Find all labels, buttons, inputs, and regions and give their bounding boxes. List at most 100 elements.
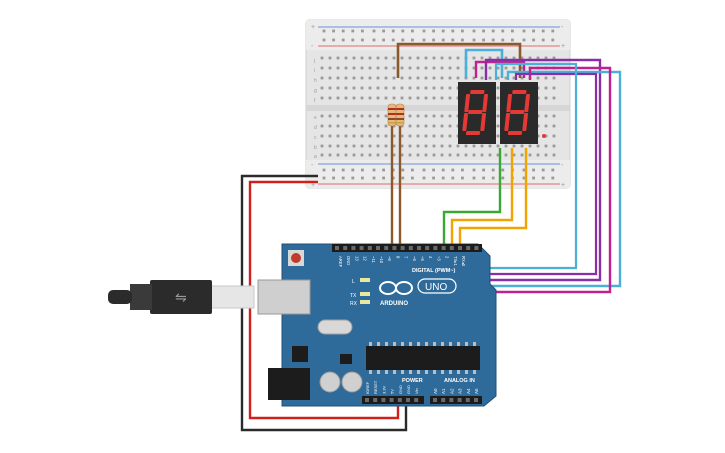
rail-hole[interactable]: [522, 29, 526, 33]
rail-hole[interactable]: [501, 38, 505, 42]
breadboard-hole[interactable]: [488, 153, 492, 157]
breadboard-hole[interactable]: [544, 153, 548, 157]
breadboard-hole[interactable]: [408, 144, 412, 148]
rail-hole[interactable]: [482, 38, 485, 42]
breadboard-hole[interactable]: [488, 56, 492, 60]
breadboard-hole[interactable]: [480, 153, 484, 157]
rail-hole[interactable]: [472, 38, 476, 42]
rail-hole[interactable]: [411, 168, 414, 172]
breadboard-hole[interactable]: [392, 153, 396, 157]
breadboard-hole[interactable]: [360, 114, 364, 118]
rail-hole[interactable]: [472, 176, 476, 180]
analog-pin[interactable]: [449, 398, 454, 402]
breadboard-hole[interactable]: [544, 96, 548, 100]
rail-hole[interactable]: [422, 168, 426, 172]
breadboard-hole[interactable]: [448, 66, 452, 70]
breadboard-hole[interactable]: [328, 124, 332, 128]
breadboard-hole[interactable]: [376, 76, 380, 80]
rail-hole[interactable]: [382, 168, 385, 172]
rail-hole[interactable]: [322, 29, 326, 33]
rail-hole[interactable]: [522, 168, 526, 172]
rail-hole[interactable]: [401, 176, 405, 180]
breadboard-hole[interactable]: [384, 76, 388, 80]
breadboard-hole[interactable]: [376, 144, 380, 148]
header-pin[interactable]: [433, 246, 438, 250]
breadboard-hole[interactable]: [320, 86, 324, 90]
rail-hole[interactable]: [432, 38, 435, 42]
breadboard-hole[interactable]: [448, 114, 452, 118]
breadboard-hole[interactable]: [320, 96, 324, 100]
breadboard-hole[interactable]: [544, 56, 548, 60]
breadboard-hole[interactable]: [360, 76, 364, 80]
rail-hole[interactable]: [511, 29, 514, 33]
breadboard-hole[interactable]: [376, 66, 380, 70]
breadboard-hole[interactable]: [408, 76, 412, 80]
breadboard-hole[interactable]: [440, 134, 444, 138]
power-pin[interactable]: [406, 398, 410, 402]
rail-hole[interactable]: [551, 176, 555, 180]
breadboard-hole[interactable]: [376, 56, 380, 60]
breadboard-hole[interactable]: [368, 86, 372, 90]
breadboard-hole[interactable]: [480, 144, 484, 148]
breadboard-hole[interactable]: [424, 114, 428, 118]
rail-hole[interactable]: [322, 38, 326, 42]
breadboard-hole[interactable]: [328, 66, 332, 70]
rail-hole[interactable]: [472, 168, 476, 172]
breadboard-hole[interactable]: [360, 134, 364, 138]
breadboard-hole[interactable]: [424, 134, 428, 138]
rail-hole[interactable]: [422, 29, 426, 33]
breadboard-hole[interactable]: [408, 134, 412, 138]
breadboard-hole[interactable]: [536, 153, 540, 157]
breadboard-hole[interactable]: [448, 86, 452, 90]
digital-header[interactable]: [332, 244, 482, 252]
breadboard-hole[interactable]: [424, 144, 428, 148]
header-pin[interactable]: [367, 246, 372, 250]
breadboard-hole[interactable]: [544, 114, 548, 118]
breadboard-hole[interactable]: [376, 134, 380, 138]
breadboard-hole[interactable]: [384, 153, 388, 157]
breadboard-hole[interactable]: [392, 66, 396, 70]
breadboard-hole[interactable]: [464, 144, 468, 148]
breadboard-hole[interactable]: [344, 76, 348, 80]
breadboard-hole[interactable]: [496, 56, 500, 60]
breadboard-hole[interactable]: [344, 86, 348, 90]
arduino-uno-board[interactable]: L TX RX ARDUINO UNO DIGITAL (PWM~) POWER…: [257, 243, 497, 407]
breadboard-hole[interactable]: [400, 56, 404, 60]
breadboard-hole[interactable]: [408, 114, 412, 118]
breadboard-hole[interactable]: [360, 124, 364, 128]
rail-hole[interactable]: [411, 29, 414, 33]
breadboard-hole[interactable]: [400, 134, 404, 138]
breadboard-hole[interactable]: [352, 114, 356, 118]
breadboard-hole[interactable]: [456, 144, 460, 148]
seven-segment-display-left[interactable]: [458, 82, 504, 144]
breadboard-hole[interactable]: [520, 56, 524, 60]
breadboard-hole[interactable]: [472, 56, 476, 60]
rail-hole[interactable]: [551, 29, 555, 33]
breadboard-hole[interactable]: [344, 134, 348, 138]
breadboard-hole[interactable]: [384, 66, 388, 70]
breadboard-hole[interactable]: [320, 66, 324, 70]
breadboard-hole[interactable]: [512, 56, 516, 60]
breadboard-hole[interactable]: [336, 76, 340, 80]
rail-hole[interactable]: [372, 176, 376, 180]
breadboard-hole[interactable]: [448, 96, 452, 100]
breadboard-hole[interactable]: [496, 153, 500, 157]
breadboard-hole[interactable]: [480, 76, 484, 80]
breadboard-hole[interactable]: [464, 153, 468, 157]
breadboard-hole[interactable]: [408, 66, 412, 70]
rail-hole[interactable]: [491, 168, 495, 172]
rail-hole[interactable]: [441, 176, 445, 180]
rail-hole[interactable]: [361, 168, 364, 172]
rail-hole[interactable]: [341, 38, 345, 42]
breadboard-hole[interactable]: [360, 86, 364, 90]
rail-hole[interactable]: [532, 29, 535, 33]
wire-green[interactable]: [442, 148, 502, 246]
breadboard-hole[interactable]: [320, 56, 324, 60]
breadboard-hole[interactable]: [520, 144, 524, 148]
rail-hole[interactable]: [391, 29, 395, 33]
header-pin[interactable]: [425, 246, 430, 250]
rail-hole[interactable]: [551, 38, 555, 42]
breadboard-hole[interactable]: [552, 86, 556, 90]
rail-hole[interactable]: [491, 29, 495, 33]
rail-hole[interactable]: [532, 38, 535, 42]
